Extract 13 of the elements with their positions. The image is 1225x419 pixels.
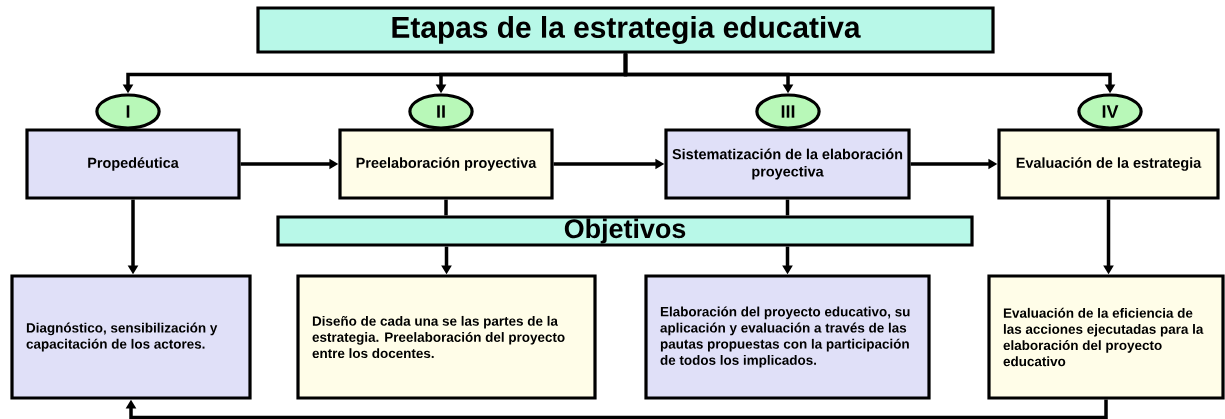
stage-box: Sistematización de la elaboración proyectiva (664, 128, 911, 200)
objective-box: Diagnóstico, sensibilización y capacitación de los actores. (10, 274, 252, 400)
objective-box: Diseño de cada una se las partes de la estrategia. Preelaboración del proyecto entre los docentes. (296, 274, 597, 400)
title-box: Etapas de la estrategia educativa (256, 6, 995, 54)
stage-box: Propedéutica (25, 128, 241, 200)
stage-box: Evaluación de la estrategia (997, 128, 1220, 200)
connector-line (444, 199, 448, 216)
objective-box: Elaboración del proyecto educativo, su aplicación y evaluación a través de las pautas propuestas con la participación de todos los implicados. (644, 274, 931, 400)
objectives-bar: Objetivos (276, 215, 974, 247)
stage-box: Preelaboración proyectiva (338, 128, 554, 200)
connector-line (785, 199, 790, 216)
arrow (125, 399, 1108, 419)
objective-box: Evaluación de la eficiencia de las acciones ejecutadas para la elaboración del proyecto educativo (987, 274, 1225, 400)
